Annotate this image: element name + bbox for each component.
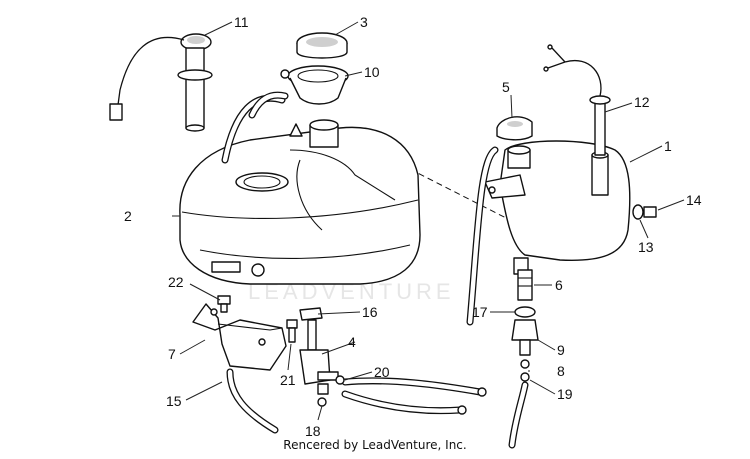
leader-lines [172, 21, 685, 421]
callout-15: 15 [166, 393, 182, 409]
fuel-cap [296, 32, 348, 59]
hose-clamp-end [477, 387, 487, 397]
callout-14: 14 [686, 192, 702, 208]
bracket-bolt [217, 295, 231, 313]
callout-7: 7 [168, 346, 176, 362]
callout-22: 22 [168, 274, 184, 290]
hose-clamp-end-2 [457, 405, 467, 415]
callout-1: 1 [664, 138, 672, 154]
callout-6: 6 [555, 277, 563, 293]
credit-line: Rencered by LeadVenture, Inc. [283, 438, 467, 452]
shutoff-valve [511, 306, 539, 382]
callout-5: 5 [502, 79, 510, 95]
breather-cap [496, 116, 533, 141]
callout-12: 12 [634, 94, 650, 110]
callout-17: 17 [472, 304, 488, 320]
callout-3: 3 [360, 14, 368, 30]
filter-bracket [192, 303, 287, 371]
fuel-strainer [280, 65, 349, 105]
callout-2: 2 [124, 208, 132, 224]
callout-16: 16 [362, 304, 378, 320]
reservoir-tank [466, 44, 631, 326]
callout-21: 21 [280, 372, 296, 388]
callout-10: 10 [364, 64, 380, 80]
callout-8: 8 [557, 363, 565, 379]
filter-hose [226, 368, 279, 434]
fuel-valve [299, 307, 339, 407]
outlet-fitting [517, 269, 533, 301]
bracket-bolt-21 [286, 319, 298, 343]
fuel-tank [179, 91, 421, 285]
washer-and-bolt [632, 204, 657, 220]
callout-9: 9 [557, 342, 565, 358]
hose-clamp [335, 375, 345, 385]
callout-20: 20 [374, 364, 390, 380]
callout-13: 13 [638, 239, 654, 255]
callout-4: 4 [348, 334, 356, 350]
callout-18: 18 [305, 423, 321, 439]
callout-19: 19 [557, 386, 573, 402]
callout-11: 11 [234, 14, 249, 30]
callouts: 11 3 10 5 12 1 2 14 13 6 17 9 8 19 22 7 … [124, 14, 702, 439]
fuel-sender-unit [109, 33, 213, 132]
